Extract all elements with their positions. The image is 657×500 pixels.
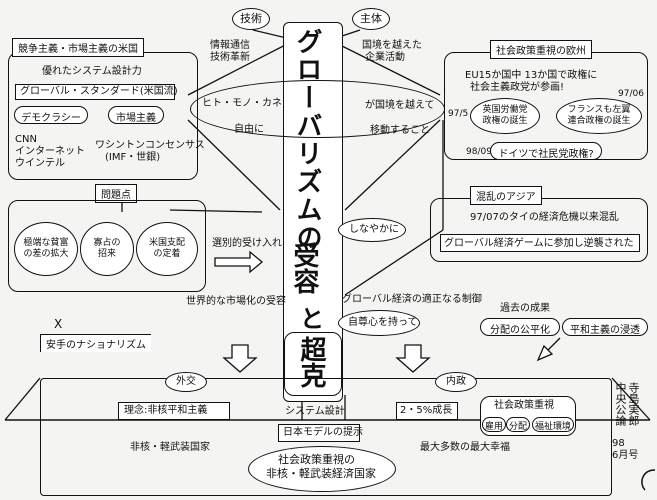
problem-item-2: 寡占の 招来 xyxy=(80,222,134,276)
growth: 2・5%成長 xyxy=(400,405,453,416)
system-design: システム設計 xyxy=(285,406,345,417)
europe-date-3: 98/09 xyxy=(466,147,492,157)
japan-model-box xyxy=(278,424,360,442)
subject-label-ellipse xyxy=(352,8,390,30)
washington-line-1: ワシントンコンセンサス xyxy=(95,140,205,151)
flow-freely: 自由に xyxy=(234,124,264,135)
europe-eu-line-2: 社会主義政党が参画! xyxy=(470,82,565,93)
pride: 自尊心を持って xyxy=(348,317,418,328)
democracy-pill: デモクラシー xyxy=(14,106,88,124)
global-standard-box xyxy=(15,84,175,100)
washington-line-2: (IMF・世銀) xyxy=(105,152,161,163)
asia-header: 混乱のアジア xyxy=(470,186,542,205)
asia-line-2-box xyxy=(440,234,640,252)
subject-label: 主体 xyxy=(360,12,382,25)
asia-line-2: グローバル経済ゲームに参加し逆襲された xyxy=(444,238,634,249)
problem-item-2-line-2: 招来 xyxy=(97,249,116,259)
fr-line-1: フランスも左翼 xyxy=(567,105,631,115)
uk-line-1: 英国労働党 xyxy=(482,105,528,115)
principle: 理念:非核平和主義 xyxy=(124,405,208,416)
flexibly-ellipse xyxy=(338,218,406,242)
credit-date-2: 6月号 xyxy=(612,450,639,461)
tag-welfare: 福祉環境 xyxy=(532,417,574,432)
problems-header: 問題点 xyxy=(95,184,137,203)
us-panel-header: 競争主義・市場主義の米国 xyxy=(12,38,144,57)
problem-item-3-line-1: 米国支配 xyxy=(148,238,185,248)
tech-label-ellipse xyxy=(232,8,270,30)
europe-header: 社会政策重視の欧州 xyxy=(490,40,592,59)
flow-hito-mono-kane: ヒト・モノ・カネ xyxy=(202,98,282,109)
problems-panel xyxy=(8,200,206,292)
germany-pill: ドイツで社民党政権? xyxy=(490,142,602,160)
bottom-frame xyxy=(40,378,612,496)
credit-date-1: 98 xyxy=(612,438,625,449)
uk-labour-circle: 英国労働党 政権の誕生 xyxy=(470,98,540,134)
flexibly: しなやかに xyxy=(349,224,399,235)
market-pill: 市場主義 xyxy=(108,106,164,124)
asia-panel xyxy=(430,198,648,262)
x-mark: X xyxy=(54,317,63,331)
subject-border-line-2: 企業活動 xyxy=(365,52,405,63)
flow-crosses-borders: が国境を越えて xyxy=(365,100,435,111)
social-policy: 社会政策重視 xyxy=(494,400,554,411)
final-line-2: 非核・軽武装経済国家 xyxy=(266,467,376,480)
cnn-line-1: CNN xyxy=(15,134,37,145)
global-control: グローバル経済の適正なる制御 xyxy=(342,294,482,305)
credit-pub: 中央公論 xyxy=(614,382,627,426)
tag-distribution: 分配 xyxy=(506,417,530,432)
tag-employment: 雇用 xyxy=(482,417,506,432)
overcome-text: 超克 xyxy=(296,336,326,388)
problem-item-3: 米国支配 の定着 xyxy=(136,222,198,276)
acceptance-text: 受容 xyxy=(289,242,319,294)
europe-date-2: 97/5 xyxy=(448,109,469,119)
nationalism-box: 安手のナショナリズム xyxy=(40,334,151,352)
foreign-label: 外交 xyxy=(176,376,196,387)
tech-label: 技術 xyxy=(240,12,262,25)
peace-pill: 平和主義の浸透 xyxy=(562,318,648,336)
japan-model: 日本モデルの提示 xyxy=(283,427,363,438)
domestic-label-ellipse xyxy=(435,372,477,392)
credit-author: 寺島実郎 xyxy=(627,382,640,426)
europe-eu-line-1: EU15か国中 13か国で政権に xyxy=(465,70,598,81)
problem-item-2-line-1: 寡占の xyxy=(93,238,121,248)
problem-item-1-line-1: 極端な貧富 xyxy=(23,238,69,248)
final-ellipse xyxy=(248,446,396,492)
pride-ellipse xyxy=(338,310,420,336)
fair-distribution-pill: 分配の公平化 xyxy=(480,318,560,336)
fr-line-2: 連合政権の誕生 xyxy=(567,116,631,126)
subject-border-line-1: 国境を越えた xyxy=(362,40,422,51)
central-title: グローバリズムの xyxy=(292,28,322,252)
problem-item-1-line-2: の差の拡大 xyxy=(23,249,69,259)
problem-item-3-line-2: の定着 xyxy=(153,249,181,259)
selective-acceptance: 選別的受け入れ xyxy=(212,238,282,249)
cnn-line-3: ウインテル xyxy=(15,158,65,169)
overcome-box xyxy=(284,332,342,396)
domestic-label: 内政 xyxy=(446,376,466,387)
asia-line-1: 97/07のタイの経済危機以来混乱 xyxy=(470,212,619,223)
flow-move: 移動すること xyxy=(370,125,430,136)
global-standard: グローバル・スタンダード(米国流) xyxy=(20,86,178,97)
cnn-line-2: インターネット xyxy=(15,146,85,157)
world-market: 世界的な市場化の受容 xyxy=(186,296,286,307)
past-title: 過去の成果 xyxy=(500,303,550,314)
growth-box xyxy=(396,402,458,420)
france-left-circle: フランスも左翼 連合政権の誕生 xyxy=(556,98,642,134)
tech-info-line-1: 情報通信 xyxy=(210,40,250,51)
foreign-label-ellipse xyxy=(165,372,207,392)
final-line-1: 社会政策重視の xyxy=(278,453,355,466)
europe-date-1: 97/06 xyxy=(618,89,644,99)
us-superior: 優れたシステム設計力 xyxy=(42,66,142,77)
problem-item-1: 極端な貧富 の差の拡大 xyxy=(14,222,78,276)
and-text: と xyxy=(300,305,324,333)
tech-info-line-2: 技術革新 xyxy=(210,52,250,63)
uk-line-2: 政権の誕生 xyxy=(482,116,528,126)
principle-box xyxy=(118,402,230,420)
happiness: 最大多数の最大幸福 xyxy=(420,442,510,453)
non-nuclear: 非核・軽武装国家 xyxy=(130,442,210,453)
